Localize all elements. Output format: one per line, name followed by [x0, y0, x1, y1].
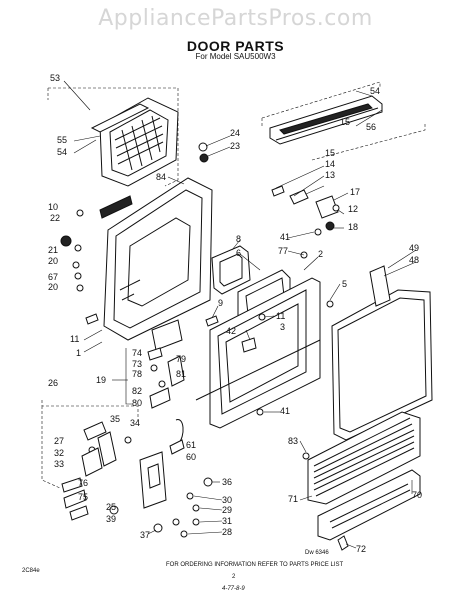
toe-kick-panel [307, 411, 421, 541]
callout-82: 82 [132, 386, 142, 396]
callout-73: 73 [132, 359, 142, 369]
callout-61: 61 [186, 440, 196, 450]
callout-27: 27 [54, 436, 64, 446]
callout-49: 49 [409, 243, 419, 253]
vent-grille [90, 97, 179, 187]
callout-79: 79 [176, 354, 186, 364]
callout-2: 2 [318, 249, 323, 259]
callout-54b: 54 [370, 86, 380, 96]
callout-60: 60 [186, 452, 196, 462]
callout-76: 76 [78, 478, 88, 488]
callout-72: 72 [356, 544, 366, 554]
callout-9: 9 [218, 298, 223, 308]
callout-32: 32 [54, 448, 64, 458]
callout-30: 30 [222, 495, 232, 505]
callout-41b: 41 [280, 406, 290, 416]
callout-71: 71 [288, 494, 298, 504]
page-number: 2 [232, 574, 236, 580]
callout-5: 5 [342, 279, 347, 289]
callout-28: 28 [222, 527, 232, 537]
callout-84: 84 [156, 172, 166, 182]
callout-23: 23 [230, 141, 240, 151]
callout-29: 29 [222, 505, 232, 515]
callout-labels: 53 55 54 24 23 84 10 22 21 20 67 20 11 1… [48, 73, 422, 554]
callout-15: 15 [340, 117, 350, 127]
door-frame [195, 277, 321, 429]
callout-18: 18 [348, 222, 358, 232]
left-code: 2C84e [22, 568, 40, 574]
callout-22: 22 [50, 213, 60, 223]
callout-81: 81 [176, 369, 186, 379]
callout-1: 1 [76, 348, 81, 358]
callout-34: 34 [130, 418, 140, 428]
callout-77: 77 [278, 246, 288, 256]
inner-door-panel [99, 177, 213, 341]
handwritten-note: 4-77-8-9 [222, 586, 245, 592]
callout-8: 8 [236, 234, 241, 244]
page-subtitle: For Model SAU500W3 [195, 52, 276, 61]
callout-13: 13 [325, 170, 335, 180]
callout-54: 54 [57, 147, 67, 157]
callout-15b: 15 [325, 148, 335, 158]
callout-80: 80 [132, 398, 142, 408]
callout-41: 41 [280, 232, 290, 242]
callout-70: 70 [412, 490, 422, 500]
callout-35: 35 [110, 414, 120, 424]
callout-56: 56 [366, 122, 376, 132]
page-title: DOOR PARTS [186, 38, 285, 54]
callout-24: 24 [230, 128, 240, 138]
callout-78: 78 [132, 369, 142, 379]
callout-26: 26 [48, 378, 58, 388]
callout-53: 53 [50, 73, 60, 83]
callout-74: 74 [132, 348, 142, 358]
callout-75: 75 [78, 492, 88, 502]
callout-67: 67 [48, 272, 58, 282]
callout-3: 3 [280, 322, 285, 332]
callout-19: 19 [96, 375, 106, 385]
callout-14: 14 [325, 159, 335, 169]
callout-42: 42 [226, 326, 236, 336]
callout-36: 36 [222, 477, 232, 487]
callout-20: 20 [48, 256, 58, 266]
callout-55: 55 [57, 135, 67, 145]
callout-6: 6 [236, 248, 241, 258]
callout-31: 31 [222, 516, 232, 526]
callout-33: 33 [54, 459, 64, 469]
callout-83: 83 [288, 436, 298, 446]
watermark: AppliancePartsPros.com [98, 6, 373, 31]
callout-20b: 20 [48, 282, 58, 292]
callout-12: 12 [348, 204, 358, 214]
callout-39: 39 [106, 514, 116, 524]
callout-11: 11 [70, 334, 79, 344]
control-panel-trim [269, 95, 383, 145]
callout-25: 25 [106, 502, 116, 512]
callout-10: 10 [48, 202, 58, 212]
outer-door-panel [331, 265, 433, 441]
ordering-instruction: FOR ORDERING INFORMATION REFER TO PARTS … [166, 562, 343, 568]
callout-11b: 11 [276, 311, 285, 321]
callout-21: 21 [48, 245, 58, 255]
drawing-code: Dw 6346 [305, 550, 329, 556]
callout-17: 17 [350, 187, 360, 197]
callout-37: 37 [140, 530, 150, 540]
callout-48: 48 [409, 255, 419, 265]
